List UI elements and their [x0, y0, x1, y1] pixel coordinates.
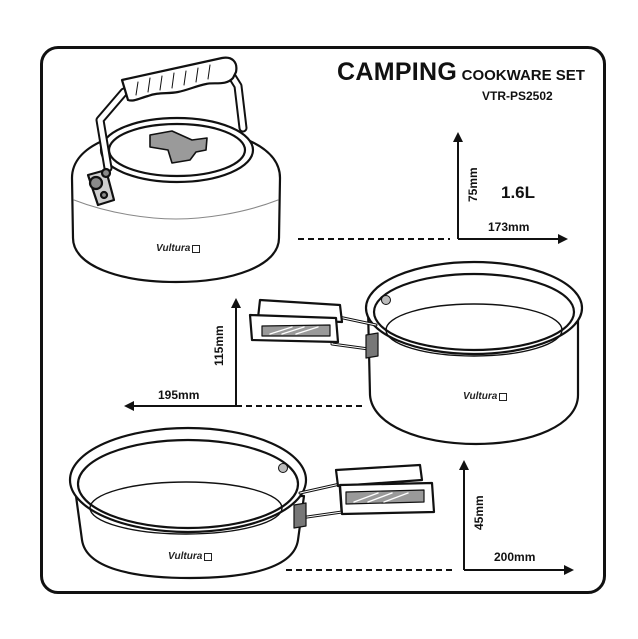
kettle-drawing: [70, 56, 282, 284]
pan-handle-upper: [334, 463, 424, 488]
lid-vent: [149, 130, 208, 164]
dimension-lines: [124, 132, 574, 575]
pan-brand-logo: Vultura: [168, 551, 213, 562]
brand-mark-icon: [204, 552, 213, 561]
kettle-brand-logo: Vultura: [156, 243, 201, 254]
brand-name: Vultura: [168, 551, 203, 562]
pan-drawing: [68, 426, 436, 580]
brand-name: Vultura: [156, 243, 191, 254]
pot-rim: [364, 260, 584, 356]
title-main: CAMPING: [337, 58, 458, 86]
brand-name: Vultura: [463, 391, 498, 402]
title: CAMPING COOKWARE SET: [337, 58, 585, 87]
pot-drawing: [248, 260, 584, 446]
pot-height-label: 115mm: [212, 325, 226, 366]
pan-rim: [68, 426, 308, 534]
kettle-width-label: 173mm: [488, 220, 530, 234]
model-number: VTR-PS2502: [482, 89, 553, 103]
pan-width-label: 200mm: [494, 550, 536, 564]
title-sub: COOKWARE SET: [461, 67, 585, 84]
kettle-handle-grip: [120, 56, 238, 102]
diagram-frame: [40, 46, 606, 594]
pot-brand-logo: Vultura: [463, 391, 508, 402]
pot-width-label: 195mm: [158, 388, 200, 402]
brand-mark-icon: [499, 392, 508, 401]
brand-mark-icon: [192, 244, 201, 253]
kettle-height-label: 75mm: [466, 167, 480, 202]
pan-height-label: 45mm: [472, 495, 486, 530]
kettle-capacity: 1.6L: [501, 183, 536, 202]
